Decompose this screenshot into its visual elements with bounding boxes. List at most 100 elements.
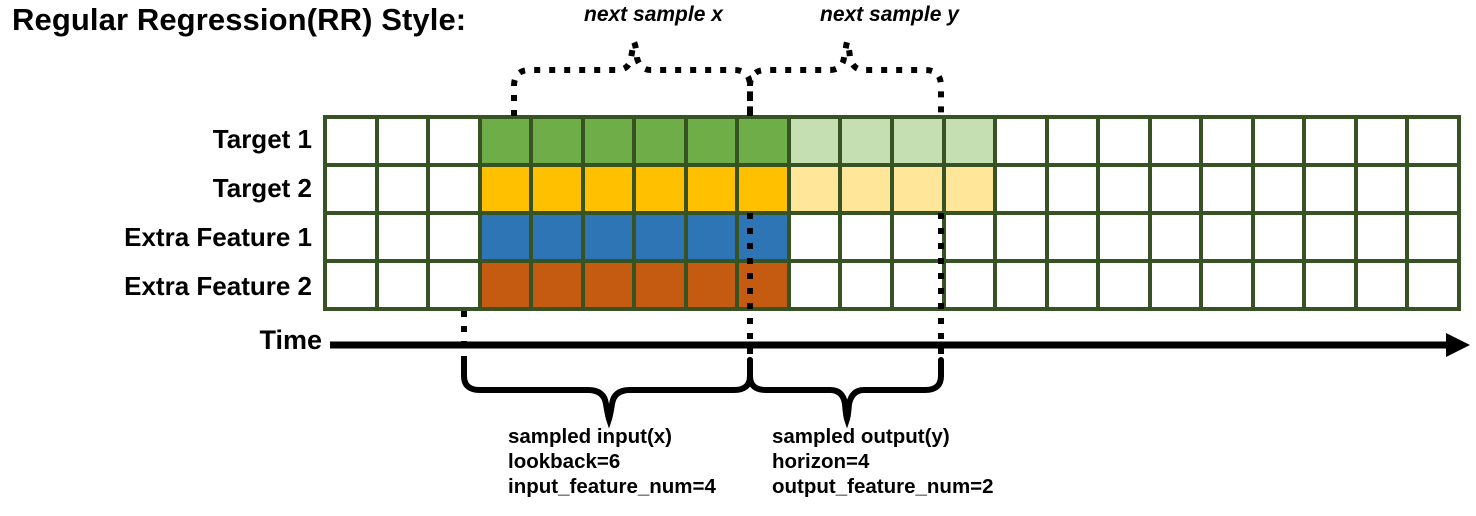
grid-cell-r4-c8	[687, 263, 736, 307]
grid-cell-r4-c13	[945, 263, 994, 307]
grid-cell-r1-c16	[1100, 119, 1148, 163]
grid-cell-r4-c20	[1306, 263, 1354, 307]
sampled-output-caption: sampled output(y) horizon=4 output_featu…	[772, 424, 994, 499]
time-axis-label: Time	[259, 325, 322, 355]
grid-cell-r4-c3	[430, 263, 478, 307]
row-label-target-2: Target 2	[212, 173, 312, 203]
grid-cell-r2-c20	[1306, 167, 1354, 211]
sampled-output-title: sampled output(y)	[772, 425, 950, 448]
grid-cell-r2-c16	[1100, 167, 1148, 211]
grid-cell-r4-c11	[842, 263, 890, 307]
grid-cell-r4-c4	[481, 263, 530, 307]
grid-cell-r4-c10	[790, 263, 839, 307]
grid-cell-r2-c21	[1357, 167, 1406, 211]
grid-cell-r2-c17	[1151, 167, 1200, 211]
grid-cell-r3-c20	[1306, 215, 1354, 259]
grid-cell-r3-c5	[533, 215, 581, 259]
grid-cell-r4-c18	[1203, 263, 1251, 307]
grid-cell-r3-c16	[1100, 215, 1148, 259]
row-label-extra-feature-1: Extra Feature 1	[124, 222, 312, 252]
grid-cell-r3-c10	[790, 215, 839, 259]
grid-cell-r3-c9	[739, 215, 787, 259]
grid-cell-r1-c18	[1203, 119, 1251, 163]
grid-cell-r2-c6	[584, 167, 633, 211]
grid-cell-r3-c2	[378, 215, 427, 259]
timeseries-grid	[323, 115, 1461, 311]
row-label-target-1: Target 1	[212, 124, 312, 154]
grid-cell-r1-c4	[481, 119, 530, 163]
dotted-brace-next-sample-x	[511, 33, 753, 116]
grid-cell-r3-c4	[481, 215, 530, 259]
sampled-output-horizon: horizon=4	[772, 450, 870, 473]
sampled-input-caption: sampled input(x) lookback=6 input_featur…	[508, 424, 716, 499]
grid-cell-r2-c14	[997, 167, 1045, 211]
grid-cell-r2-c7	[636, 167, 684, 211]
grid-cell-r1-c7	[636, 119, 684, 163]
time-axis-arrowhead	[1446, 333, 1470, 357]
dotted-brace-next-sample-y	[747, 33, 944, 116]
grid-cell-r4-c14	[997, 263, 1045, 307]
grid-cell-r3-c19	[1254, 215, 1303, 259]
next-sample-y-label: next sample y	[820, 3, 959, 26]
brace-sampled-input	[461, 357, 753, 429]
grid-cell-r3-c15	[1048, 215, 1097, 259]
grid-cell-r3-c17	[1151, 215, 1200, 259]
grid-cell-r1-c13	[945, 119, 994, 163]
grid-cell-r2-c2	[378, 167, 427, 211]
grid-cell-r4-c22	[1409, 263, 1457, 307]
grid-cell-r2-c19	[1254, 167, 1303, 211]
grid-cell-r1-c1	[327, 119, 375, 163]
grid-cell-r4-c2	[378, 263, 427, 307]
grid-cell-r1-c11	[842, 119, 890, 163]
grid-cell-r1-c22	[1409, 119, 1457, 163]
grid-cell-r2-c5	[533, 167, 581, 211]
grid-cell-r2-c10	[790, 167, 839, 211]
grid-cell-r4-c6	[584, 263, 633, 307]
grid-cell-r3-c7	[636, 215, 684, 259]
grid-cell-r1-c17	[1151, 119, 1200, 163]
grid-cell-r2-c8	[687, 167, 736, 211]
sampled-input-lookback: lookback=6	[508, 450, 621, 473]
grid-cell-r1-c9	[739, 119, 787, 163]
grid-cell-r3-c8	[687, 215, 736, 259]
grid-cell-r2-c11	[842, 167, 890, 211]
grid-cell-r2-c13	[945, 167, 994, 211]
grid-cell-r4-c1	[327, 263, 375, 307]
grid-cell-r4-c17	[1151, 263, 1200, 307]
grid-cell-r4-c21	[1357, 263, 1406, 307]
grid-cell-r3-c13	[945, 215, 994, 259]
grid-cell-r2-c4	[481, 167, 530, 211]
grid-cell-r4-c15	[1048, 263, 1097, 307]
grid-cell-r3-c3	[430, 215, 478, 259]
grid-cell-r4-c7	[636, 263, 684, 307]
grid-cell-r1-c21	[1357, 119, 1406, 163]
sampled-output-featurenum: output_feature_num=2	[772, 475, 994, 498]
grid-cell-r3-c18	[1203, 215, 1251, 259]
grid-cell-r1-c10	[790, 119, 839, 163]
grid-cell-r3-c12	[894, 215, 942, 259]
grid-cell-r4-c12	[894, 263, 942, 307]
grid-cell-r3-c11	[842, 215, 890, 259]
grid-cell-r4-c9	[739, 263, 787, 307]
grid-cell-r1-c8	[687, 119, 736, 163]
grid-cell-r4-c19	[1254, 263, 1303, 307]
grid-cell-r2-c1	[327, 167, 375, 211]
grid-cell-r1-c19	[1254, 119, 1303, 163]
row-label-extra-feature-2: Extra Feature 2	[124, 271, 312, 301]
next-sample-x-label: next sample x	[584, 3, 723, 26]
grid-cell-r1-c3	[430, 119, 478, 163]
sampled-input-featurenum: input_feature_num=4	[508, 475, 716, 498]
grid-cell-r4-c16	[1100, 263, 1148, 307]
grid-cell-r1-c2	[378, 119, 427, 163]
grid-cell-r3-c1	[327, 215, 375, 259]
brace-sampled-output	[747, 357, 944, 429]
grid-cell-r2-c9	[739, 167, 787, 211]
grid-cell-r1-c5	[533, 119, 581, 163]
grid-cell-r1-c6	[584, 119, 633, 163]
grid-cell-r2-c3	[430, 167, 478, 211]
grid-cell-r2-c15	[1048, 167, 1097, 211]
grid-cell-r1-c15	[1048, 119, 1097, 163]
page-title: Regular Regression(RR) Style:	[12, 2, 467, 37]
grid-cell-r2-c18	[1203, 167, 1251, 211]
